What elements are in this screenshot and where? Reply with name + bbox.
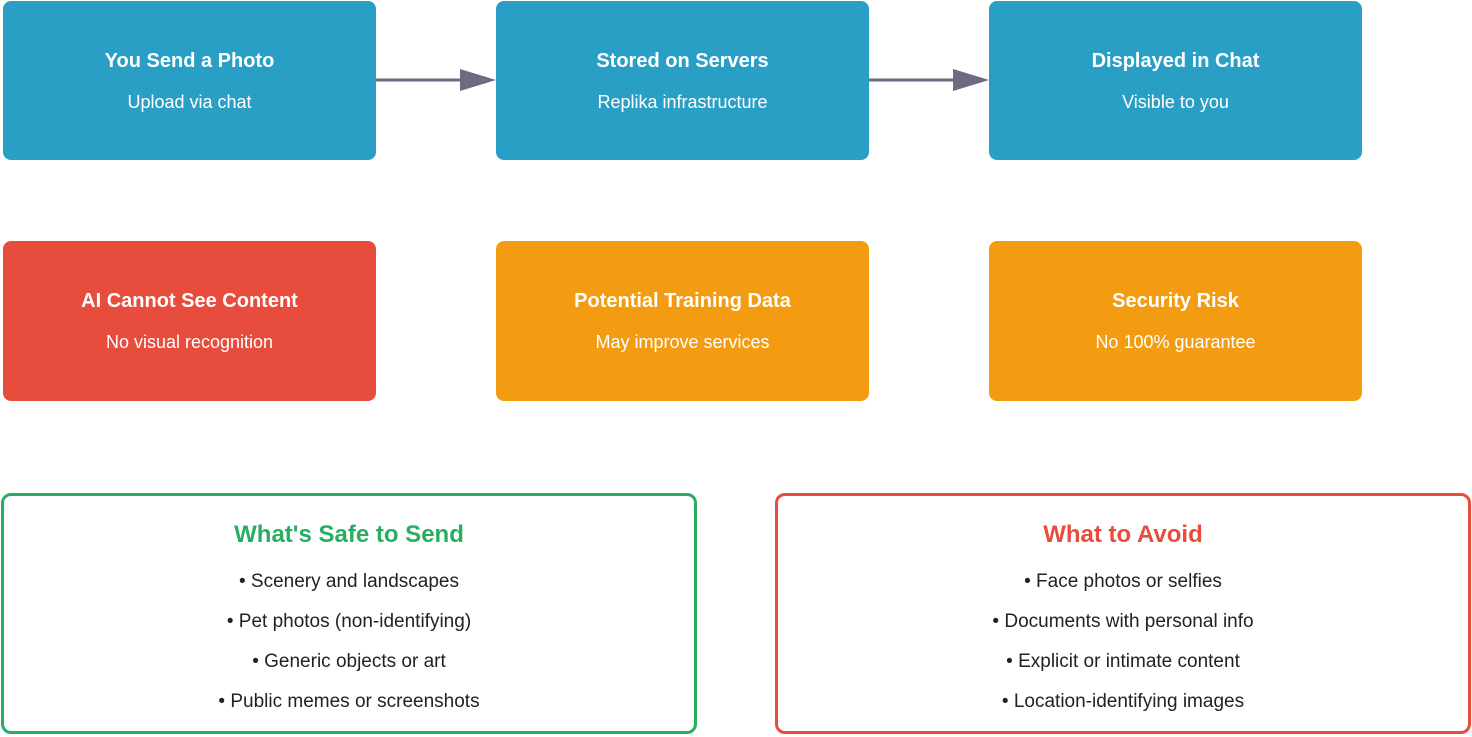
flow-box-title: Stored on Servers <box>596 50 769 72</box>
avoid-list-item: Location-identifying images <box>778 690 1468 730</box>
safe-panel-title: What's Safe to Send <box>234 521 464 548</box>
consequence-box-title: Security Risk <box>1112 290 1239 312</box>
flow-box-stored-servers: Stored on Servers Replika infrastructure <box>496 1 869 160</box>
flow-box-send-photo: You Send a Photo Upload via chat <box>3 1 376 160</box>
safe-list-item: Pet photos (non-identifying) <box>4 610 694 650</box>
consequence-box-subtitle: No 100% guarantee <box>1095 332 1256 352</box>
flow-box-subtitle: Visible to you <box>1122 92 1229 112</box>
safe-list: Scenery and landscapes Pet photos (non-i… <box>4 570 694 730</box>
avoid-list: Face photos or selfies Documents with pe… <box>778 570 1468 730</box>
safe-list-item: Public memes or screenshots <box>4 690 694 730</box>
flow-box-subtitle: Upload via chat <box>127 92 252 112</box>
flow-box-displayed-chat: Displayed in Chat Visible to you <box>989 1 1362 160</box>
arrow-send-to-stored <box>376 69 496 91</box>
consequence-box-ai-cannot-see: AI Cannot See Content No visual recognit… <box>3 241 376 401</box>
flow-box-subtitle: Replika infrastructure <box>597 92 768 112</box>
consequence-box-title: AI Cannot See Content <box>81 290 298 312</box>
avoid-list-item: Explicit or intimate content <box>778 650 1468 690</box>
flow-box-title: You Send a Photo <box>104 50 275 72</box>
avoid-list-item: Documents with personal info <box>778 610 1468 650</box>
what-to-avoid-panel: What to Avoid Face photos or selfies Doc… <box>775 493 1471 734</box>
consequence-box-subtitle: No visual recognition <box>105 332 274 352</box>
consequence-box-subtitle: May improve services <box>595 332 770 352</box>
arrow-stored-to-displayed <box>869 69 989 91</box>
avoid-list-item: Face photos or selfies <box>778 570 1468 610</box>
safe-to-send-panel: What's Safe to Send Scenery and landscap… <box>1 493 697 734</box>
flow-box-title: Displayed in Chat <box>1091 50 1260 72</box>
consequence-box-title: Potential Training Data <box>574 290 791 312</box>
safe-list-item: Scenery and landscapes <box>4 570 694 610</box>
avoid-panel-title: What to Avoid <box>1043 521 1203 548</box>
consequence-box-training-data: Potential Training Data May improve serv… <box>496 241 869 401</box>
safe-list-item: Generic objects or art <box>4 650 694 690</box>
consequence-box-security-risk: Security Risk No 100% guarantee <box>989 241 1362 401</box>
